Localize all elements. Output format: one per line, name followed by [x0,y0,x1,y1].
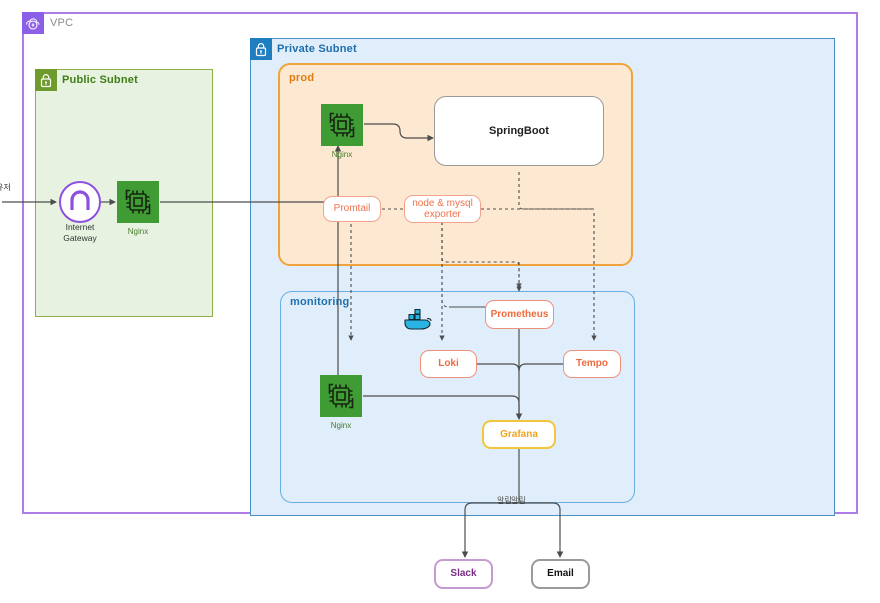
group-prod-label: prod [289,72,315,84]
node-loki[interactable]: Loki [420,350,477,378]
group-public-subnet-header: Public Subnet [35,69,138,91]
node-exporter-label-line1: node & mysql [412,197,473,209]
ec2-instance-icon [321,104,363,146]
node-email[interactable]: Email [531,559,590,589]
node-prometheus[interactable]: Prometheus [485,300,554,329]
group-public-subnet-label: Public Subnet [62,74,138,86]
node-exporter[interactable]: node & mysql exporter [404,195,481,223]
group-private-subnet-label: Private Subnet [277,43,357,55]
node-tempo[interactable]: Tempo [563,350,621,378]
node-promtail[interactable]: Promtail [323,196,381,222]
node-nginx-monitoring[interactable]: Nginx [320,375,362,430]
node-internet-gateway-label: Internet Gateway [44,222,116,243]
node-exporter-label-line2: exporter [424,209,461,220]
lock-icon [35,69,57,91]
group-monitoring-label: monitoring [290,296,350,308]
node-internet-gateway[interactable]: Internet Gateway [58,180,102,243]
node-docker[interactable] [403,308,433,332]
igw-label-line1: Internet [65,222,95,232]
lock-icon [250,38,272,60]
ec2-instance-icon [320,375,362,417]
internet-gateway-icon [59,181,101,223]
group-prod-header: prod [289,72,314,84]
node-nginx-public[interactable]: Nginx [117,181,159,236]
group-vpc-label: VPC [50,17,74,29]
edge-label-alert-email: 알림 [511,496,526,505]
ec2-instance-icon [117,181,159,223]
node-slack[interactable]: Slack [434,559,493,589]
node-nginx-monitoring-label: Nginx [330,421,352,430]
node-nginx-prod[interactable]: Nginx [321,104,363,159]
group-monitoring-header: monitoring [290,296,349,308]
edge-label-alert-slack: 알림 [497,496,512,505]
node-springboot[interactable]: SpringBoot [434,96,604,166]
node-nginx-public-label: Nginx [127,227,149,236]
igw-label-line2: Gateway [63,232,97,243]
edge-label-user-request: 유저 [0,183,11,192]
vpc-cloud-icon [22,12,44,34]
node-grafana[interactable]: Grafana [482,420,556,449]
docker-whale-icon [404,308,432,330]
node-nginx-prod-label: Nginx [331,150,353,159]
group-vpc-header: VPC [22,12,73,34]
group-private-subnet-header: Private Subnet [250,38,357,60]
